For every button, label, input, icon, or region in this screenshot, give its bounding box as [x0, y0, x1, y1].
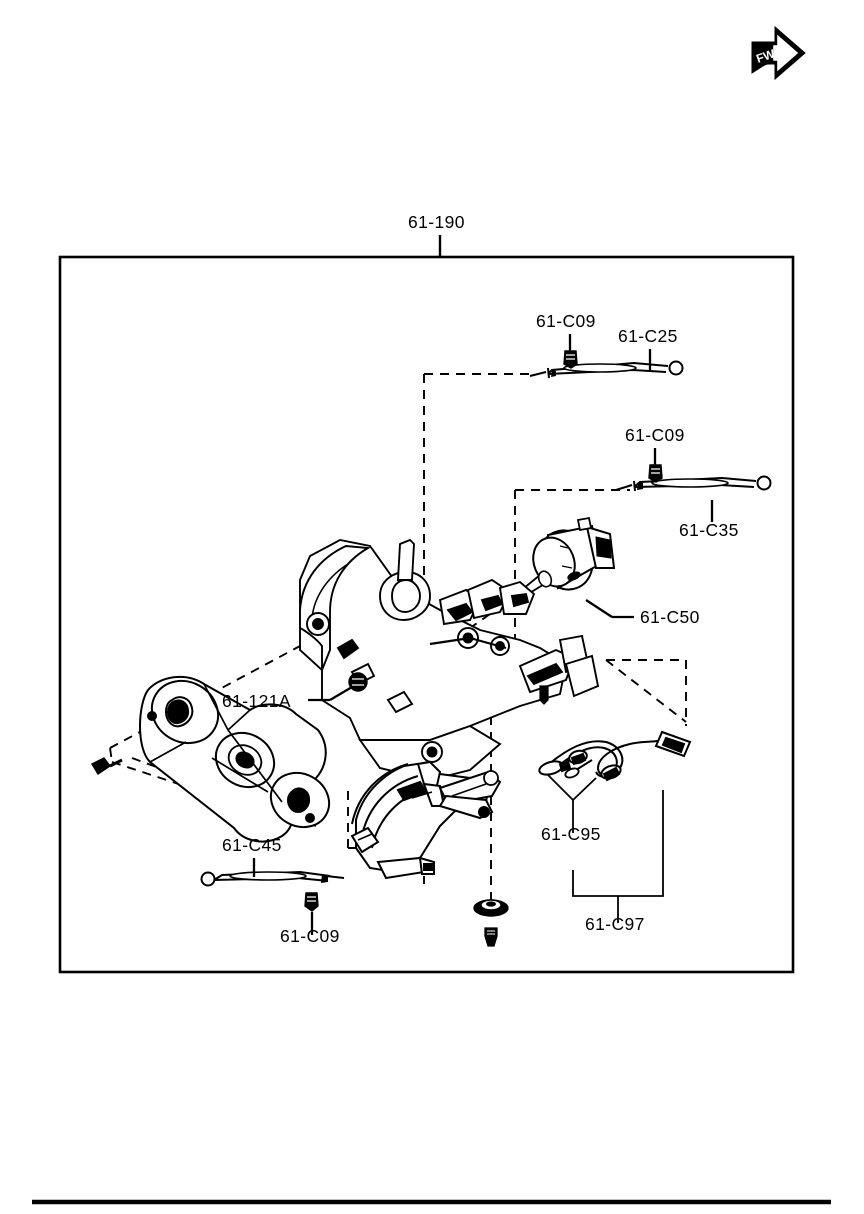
label-61-C97: 61-C97: [585, 914, 645, 934]
part-labels-text: 61-C09 61-C25 61-C09 61-C35 61-C50 61-12…: [222, 311, 739, 946]
wire-connector-left: [538, 759, 572, 776]
label-61-C95: 61-C95: [541, 824, 601, 844]
label-61-C35: 61-C35: [679, 520, 739, 540]
left-mounting-bracket: [139, 675, 331, 843]
nut-bottom: [304, 892, 319, 912]
label-61-C25: 61-C25: [618, 326, 678, 346]
forward-direction-arrow: FWD: [751, 25, 806, 81]
connecting-rod-bottom: [200, 870, 345, 887]
nut-upper: [563, 350, 578, 369]
wire-connector-right: [600, 764, 622, 782]
mounting-screw: [484, 927, 498, 947]
wire-harness: [538, 730, 692, 923]
lower-pivot-bracket: [350, 760, 502, 880]
bolt-right-housing: [539, 685, 549, 705]
wire-connector-end: [654, 730, 692, 758]
wire-connector-mid: [568, 749, 588, 766]
label-61-C50: 61-C50: [640, 607, 700, 627]
diagram-border-box: [58, 255, 795, 974]
label-61-C09-upper: 61-C09: [536, 311, 596, 331]
label-61-C09-lower: 61-C09: [280, 926, 340, 946]
assembly-callout-text: 61-190: [408, 212, 465, 232]
connecting-rod-upper: [529, 360, 684, 379]
grommet: [473, 899, 509, 917]
label-61-121A: 61-121A: [222, 691, 291, 711]
linkage-assembly-housing: [299, 538, 600, 781]
wiper-motor-body: [512, 516, 616, 601]
bolt-left: [91, 757, 123, 775]
label-61-C45: 61-C45: [222, 835, 282, 855]
connecting-rod-lower: [615, 475, 772, 492]
assembly-callout-group: 61-190: [408, 212, 465, 257]
label-61-C09-middle: 61-C09: [625, 425, 685, 445]
nut-middle: [648, 464, 663, 483]
part-label-leaders: [252, 334, 714, 935]
nut-linkage-61-121A: [348, 672, 368, 692]
